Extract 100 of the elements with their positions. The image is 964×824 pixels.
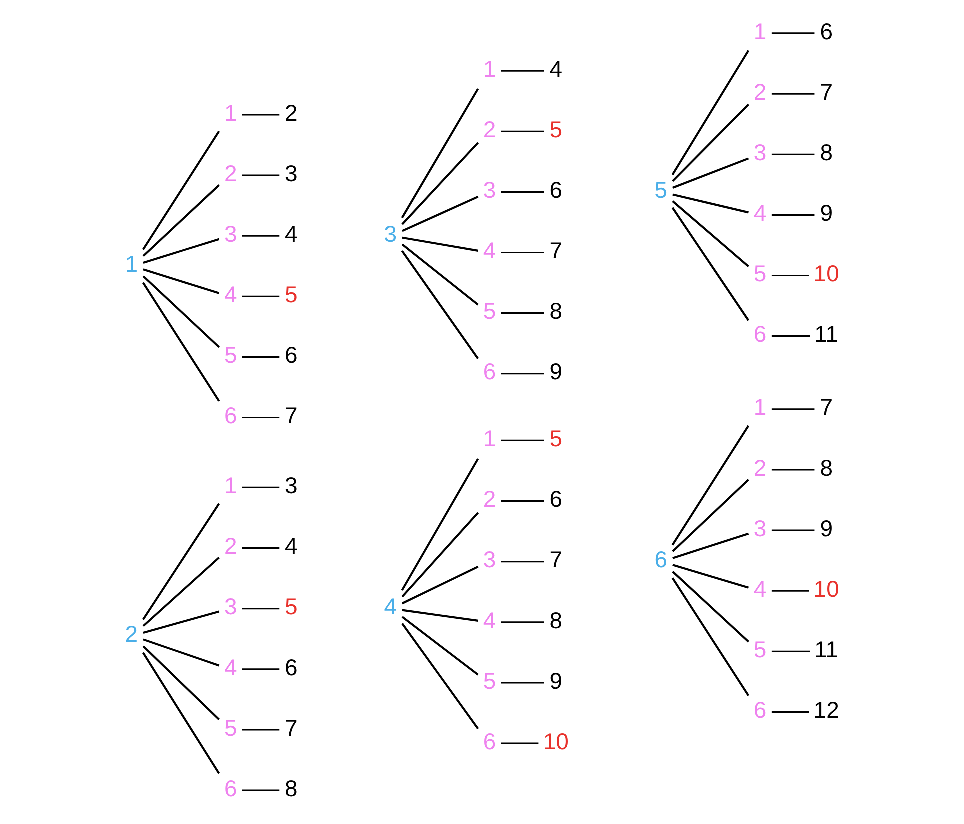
connector xyxy=(402,196,479,232)
node-text: 7 xyxy=(550,546,563,573)
connector xyxy=(501,682,544,684)
connector xyxy=(242,416,280,419)
connector xyxy=(242,486,280,488)
node-text: 8 xyxy=(550,607,563,634)
connector xyxy=(672,479,750,552)
connector xyxy=(142,184,220,258)
connector xyxy=(772,711,810,713)
node-text: 8 xyxy=(285,775,298,802)
connector xyxy=(672,532,750,560)
connector xyxy=(142,282,220,402)
connector xyxy=(672,158,750,189)
connector xyxy=(142,646,220,721)
node-text: 4 xyxy=(483,607,496,634)
node-text: 3 xyxy=(483,546,496,573)
node-text: 6 xyxy=(820,18,833,44)
connector xyxy=(402,566,479,605)
connector xyxy=(501,130,544,132)
connector xyxy=(672,564,750,589)
node-text: 1 xyxy=(754,18,767,44)
connector xyxy=(672,194,749,214)
connector xyxy=(772,336,810,338)
node-text: 9 xyxy=(550,358,563,385)
connector xyxy=(672,578,750,696)
connector xyxy=(772,274,810,277)
connector xyxy=(501,70,544,72)
connector xyxy=(401,458,480,592)
connector xyxy=(242,729,280,731)
connector xyxy=(772,214,815,216)
connector xyxy=(501,252,544,254)
connector xyxy=(143,268,220,294)
connector xyxy=(772,469,815,471)
node-text: 5 xyxy=(550,426,563,452)
node-text: 5 xyxy=(754,260,767,287)
node-text: 8 xyxy=(550,298,563,324)
node-text: 4 xyxy=(483,238,496,264)
node-text: 4 xyxy=(550,56,563,82)
node-text: 5 xyxy=(285,594,298,620)
node-text: 3 xyxy=(384,220,398,247)
node-text: 2 xyxy=(125,620,138,647)
node-text: 8 xyxy=(820,139,833,166)
node-text: 2 xyxy=(754,78,767,105)
node-text: 4 xyxy=(384,594,398,620)
node-text: 9 xyxy=(820,200,833,226)
connector xyxy=(402,609,478,622)
node-text: 3 xyxy=(285,472,298,499)
connector xyxy=(242,356,280,358)
node-text: 1 xyxy=(125,251,138,278)
node-text: 1 xyxy=(224,472,238,499)
node-text: 7 xyxy=(820,394,833,420)
connector xyxy=(672,207,750,322)
node-text: 6 xyxy=(754,697,767,724)
node-text: 4 xyxy=(224,281,238,308)
connector xyxy=(501,622,544,624)
connector xyxy=(242,114,280,116)
node-text: 8 xyxy=(820,454,833,481)
node-text: 3 xyxy=(754,515,767,542)
connector xyxy=(772,530,815,532)
connector xyxy=(501,742,539,744)
connector xyxy=(501,500,544,502)
node-text: 3 xyxy=(285,160,298,186)
node-text: 2 xyxy=(224,160,238,186)
connector xyxy=(143,238,220,264)
connector xyxy=(672,104,750,182)
node-text: 6 xyxy=(654,546,668,573)
node-text: 4 xyxy=(754,576,767,602)
node-text: 4 xyxy=(285,533,298,560)
node-text: 5 xyxy=(483,668,496,694)
connector xyxy=(242,296,280,298)
connector xyxy=(402,244,479,306)
node-text: 1 xyxy=(754,394,767,420)
node-text: 2 xyxy=(754,454,767,481)
connector xyxy=(772,650,810,652)
connector xyxy=(142,130,220,250)
node-text: 7 xyxy=(285,402,298,429)
node-text: 4 xyxy=(754,200,767,226)
node-text: 5 xyxy=(550,116,563,142)
node-text: 4 xyxy=(285,220,298,247)
node-text: 6 xyxy=(754,321,767,348)
node-text: 1 xyxy=(224,100,238,126)
node-text: 1 xyxy=(483,426,496,452)
connector xyxy=(242,235,280,237)
connector xyxy=(672,200,750,268)
connector xyxy=(242,547,280,550)
connector xyxy=(402,142,480,226)
node-text: 7 xyxy=(820,78,833,105)
connector xyxy=(242,668,280,670)
connector xyxy=(501,561,544,563)
connector xyxy=(772,408,815,410)
connector xyxy=(143,638,220,667)
node-text: 5 xyxy=(754,636,767,662)
connector xyxy=(402,512,480,598)
node-text: 2 xyxy=(285,100,298,126)
node-text: 3 xyxy=(754,139,767,166)
node-text: 2 xyxy=(483,116,496,142)
node-text: 6 xyxy=(550,486,563,512)
node-text: 5 xyxy=(654,177,668,204)
node-text: 3 xyxy=(224,220,238,247)
node-text: 6 xyxy=(285,654,298,680)
